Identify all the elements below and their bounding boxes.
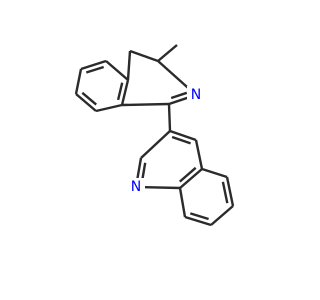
quinoline-nitrogen-label: N: [131, 179, 141, 195]
bond-a5-a6-inner: [116, 82, 124, 101]
bond-qn-q2-inner: [141, 162, 147, 181]
bond-a5-a6: [120, 79, 130, 106]
bond-a6-c4: [126, 50, 132, 81]
bond-q3-q4-inner: [171, 135, 191, 145]
bond-c3-n2: [157, 60, 191, 90]
bond-b6-b7: [210, 205, 234, 226]
bond-a3-a4: [75, 93, 97, 112]
quinoline-nitrogen-atom: N: [127, 178, 145, 197]
molecule-structure-diagram: N N: [74, 44, 235, 227]
bond-c4-c3: [129, 49, 159, 63]
bond-c1-a5: [121, 102, 170, 107]
bond-q2-q3: [140, 130, 171, 159]
imine-nitrogen-label: N: [191, 87, 201, 103]
bond-layer: [74, 44, 235, 227]
bond-c3-me: [157, 44, 178, 62]
bond-b5-b6-inner: [221, 181, 229, 204]
bond-q4a-b5: [201, 167, 228, 179]
bond-b7-b8-inner: [189, 212, 209, 221]
structure-canvas: N N: [74, 44, 235, 227]
bond-qn-q2: [136, 157, 143, 179]
imine-nitrogen-background: [187, 86, 205, 105]
quinoline-nitrogen-background: [127, 178, 145, 197]
bond-a2-a3: [74, 68, 83, 95]
bond-b5-b6: [225, 176, 235, 207]
bond-q3-q4: [169, 129, 197, 142]
bond-a3-a4-inner: [81, 91, 97, 106]
bond-a4-a5: [95, 103, 123, 113]
imine-nitrogen-atom: N: [187, 86, 205, 105]
bond-c1-q3: [167, 103, 172, 132]
bond-n2-c1: [168, 96, 188, 106]
bond-n2-c1-inner: [170, 91, 188, 100]
bond-q4a-q8a-inner: [179, 166, 197, 183]
bond-b8-q8a: [178, 187, 187, 218]
bond-q4-q4a: [194, 139, 204, 170]
bond-b7-b8: [184, 215, 212, 227]
bond-q4a-q8a: [179, 168, 203, 189]
bond-a1-a2-inner: [85, 65, 105, 74]
bond-a6-a1: [105, 60, 129, 81]
bond-a1-a2: [80, 59, 107, 71]
bond-q8a-qn: [144, 186, 181, 190]
